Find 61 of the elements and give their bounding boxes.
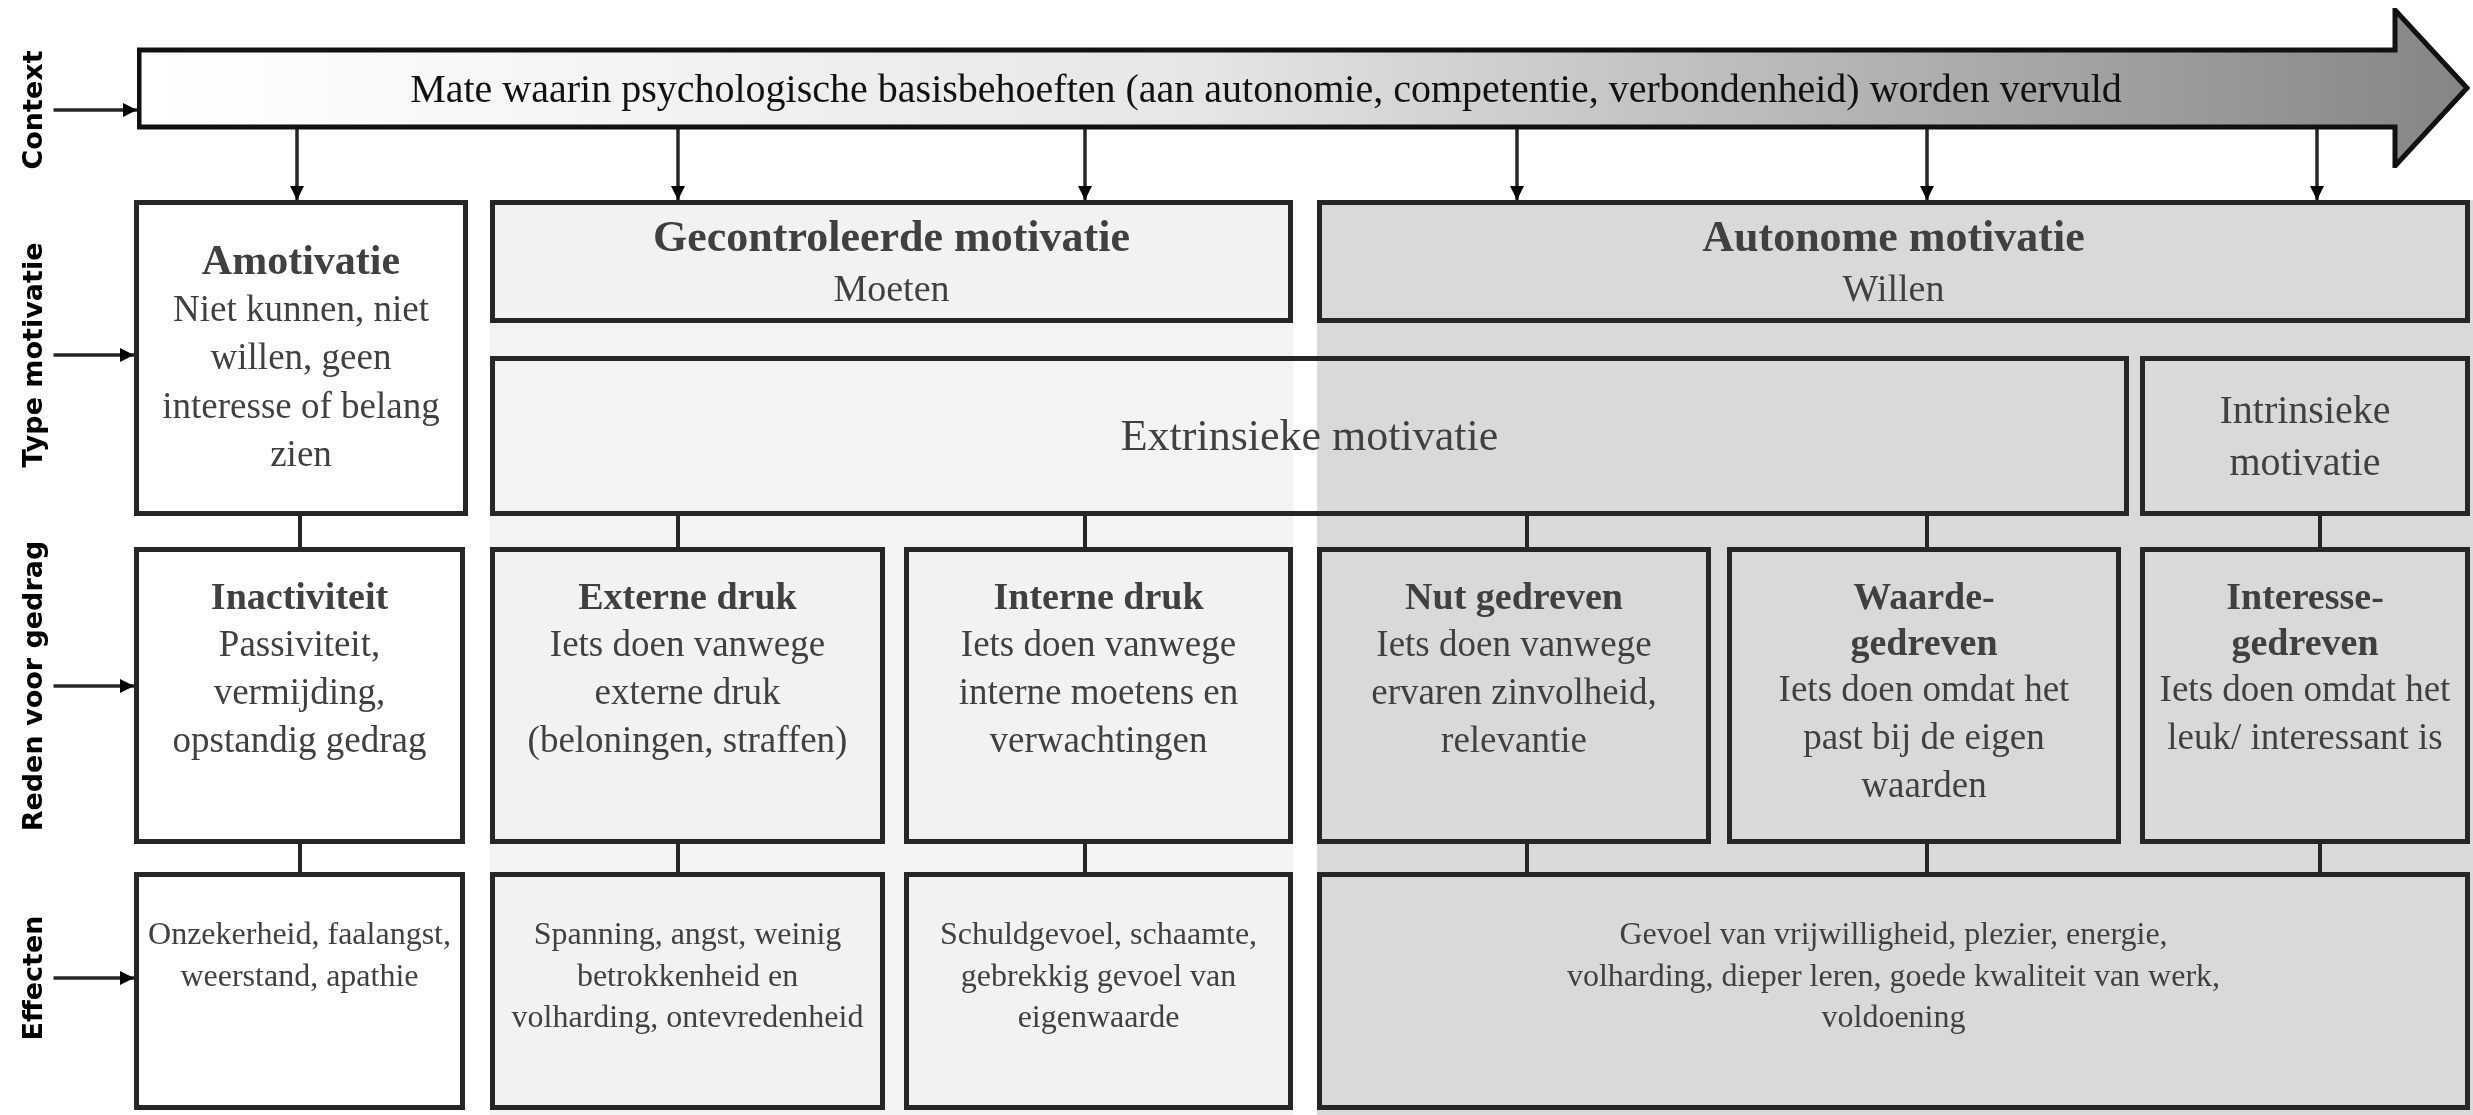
arrow <box>53 103 137 117</box>
box-text: Iets doen omdat het past bij de eigen waarden <box>1777 667 2071 808</box>
row-label: Reden voor gedrag <box>16 540 48 832</box>
box-heading: Interesse- gedreven <box>2225 574 2385 665</box>
box-text: Schuldgevoel, schaamte, gebrekkig gevoel van eigenwaarde <box>938 914 1259 1037</box>
box-text: Niet kunnen, niet willen, geen interesse of belang zien <box>161 287 441 476</box>
box-heading: Inactiviteit <box>210 574 389 619</box>
box-text: Intrinsieke motivatie <box>2218 386 2392 486</box>
category-box <box>490 547 885 844</box>
connector-line <box>676 516 680 547</box>
category-box <box>1317 872 2470 1110</box>
connector-line <box>1925 844 1929 872</box>
arrow <box>53 679 134 693</box>
box-heading: Externe druk <box>578 574 797 619</box>
arrow <box>53 971 134 985</box>
box-text: Spanning, angst, weinig betrokkenheid en volharding, ontevredenheid <box>510 914 865 1037</box>
category-box <box>490 872 885 1110</box>
box-heading: Amotivatie <box>201 236 401 285</box>
category-box <box>2140 547 2470 844</box>
block-arrow <box>137 8 2470 168</box>
box-heading: Waarde- gedreven <box>1849 574 1999 665</box>
connector-line <box>1083 516 1087 547</box>
box-heading: Gecontroleerde motivatie <box>653 211 1130 263</box>
box-text: Iets doen vanwege ervaren zinvolheid, relevantie <box>1370 621 1658 762</box>
box-heading: Autonome motivatie <box>1702 211 2085 263</box>
category-box <box>1317 200 2470 323</box>
box-text: Extrinsieke motivatie <box>1120 410 1499 463</box>
box-text: Iets doen vanwege externe druk (beloningen, straffen) <box>526 621 849 762</box>
category-box <box>904 547 1293 844</box>
connector-line <box>676 844 680 872</box>
box-heading: Nut gedreven <box>1405 574 1623 619</box>
row-label: Effecten <box>16 915 48 1041</box>
connector-line <box>298 844 302 872</box>
category-box <box>2140 356 2470 516</box>
category-box <box>1317 547 1711 844</box>
category-box <box>490 200 1293 323</box>
arrow <box>53 348 134 362</box>
category-box <box>904 872 1293 1110</box>
box-text: Passiviteit, vermijding, opstandig gedrag <box>171 621 428 762</box>
category-box <box>134 547 465 844</box>
connector-line <box>2318 844 2322 872</box>
connector-line <box>1083 844 1087 872</box>
box-text: Iets doen vanwege interne moetens en verwachtingen <box>957 621 1240 762</box>
box-text: Onzekerheid, faalangst, weerstand, apathie <box>147 914 452 995</box>
connector-line <box>1525 844 1529 872</box>
connector-line <box>1525 516 1529 547</box>
category-box <box>134 872 465 1110</box>
box-text: Moeten <box>833 265 950 311</box>
box-text: Iets doen omdat het leuk/ interessant is <box>2158 667 2452 760</box>
category-box <box>490 356 2129 516</box>
category-box <box>134 200 468 516</box>
arrow-text: Mate waarin psychologische basisbehoeften (aan autonomie, competentie, verbondenheid) worden vervuld <box>410 65 2122 112</box>
box-text: Willen <box>1842 265 1945 311</box>
box-heading: Interne druk <box>993 574 1204 619</box>
row-label: Type motivatie <box>16 242 48 468</box>
row-label: Context <box>16 50 48 170</box>
connector-line <box>2318 516 2322 547</box>
box-text: Gevoel van vrijwilligheid, plezier, energie, volharding, dieper leren, goede kwaliteit van werk, voldoening <box>1565 914 2222 1037</box>
category-box <box>1727 547 2121 844</box>
connector-line <box>1925 516 1929 547</box>
connector-line <box>298 516 302 547</box>
